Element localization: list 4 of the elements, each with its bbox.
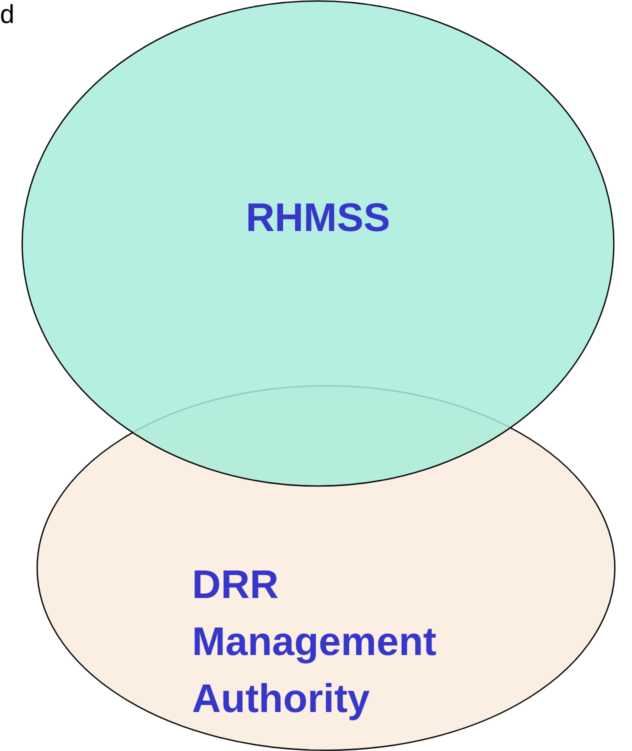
ellipse-region	[21, 0, 615, 487]
region-label: DRR Management Authority	[192, 562, 438, 723]
text-fragment: d	[0, 0, 14, 28]
region-label: RHMSS	[244, 195, 392, 242]
